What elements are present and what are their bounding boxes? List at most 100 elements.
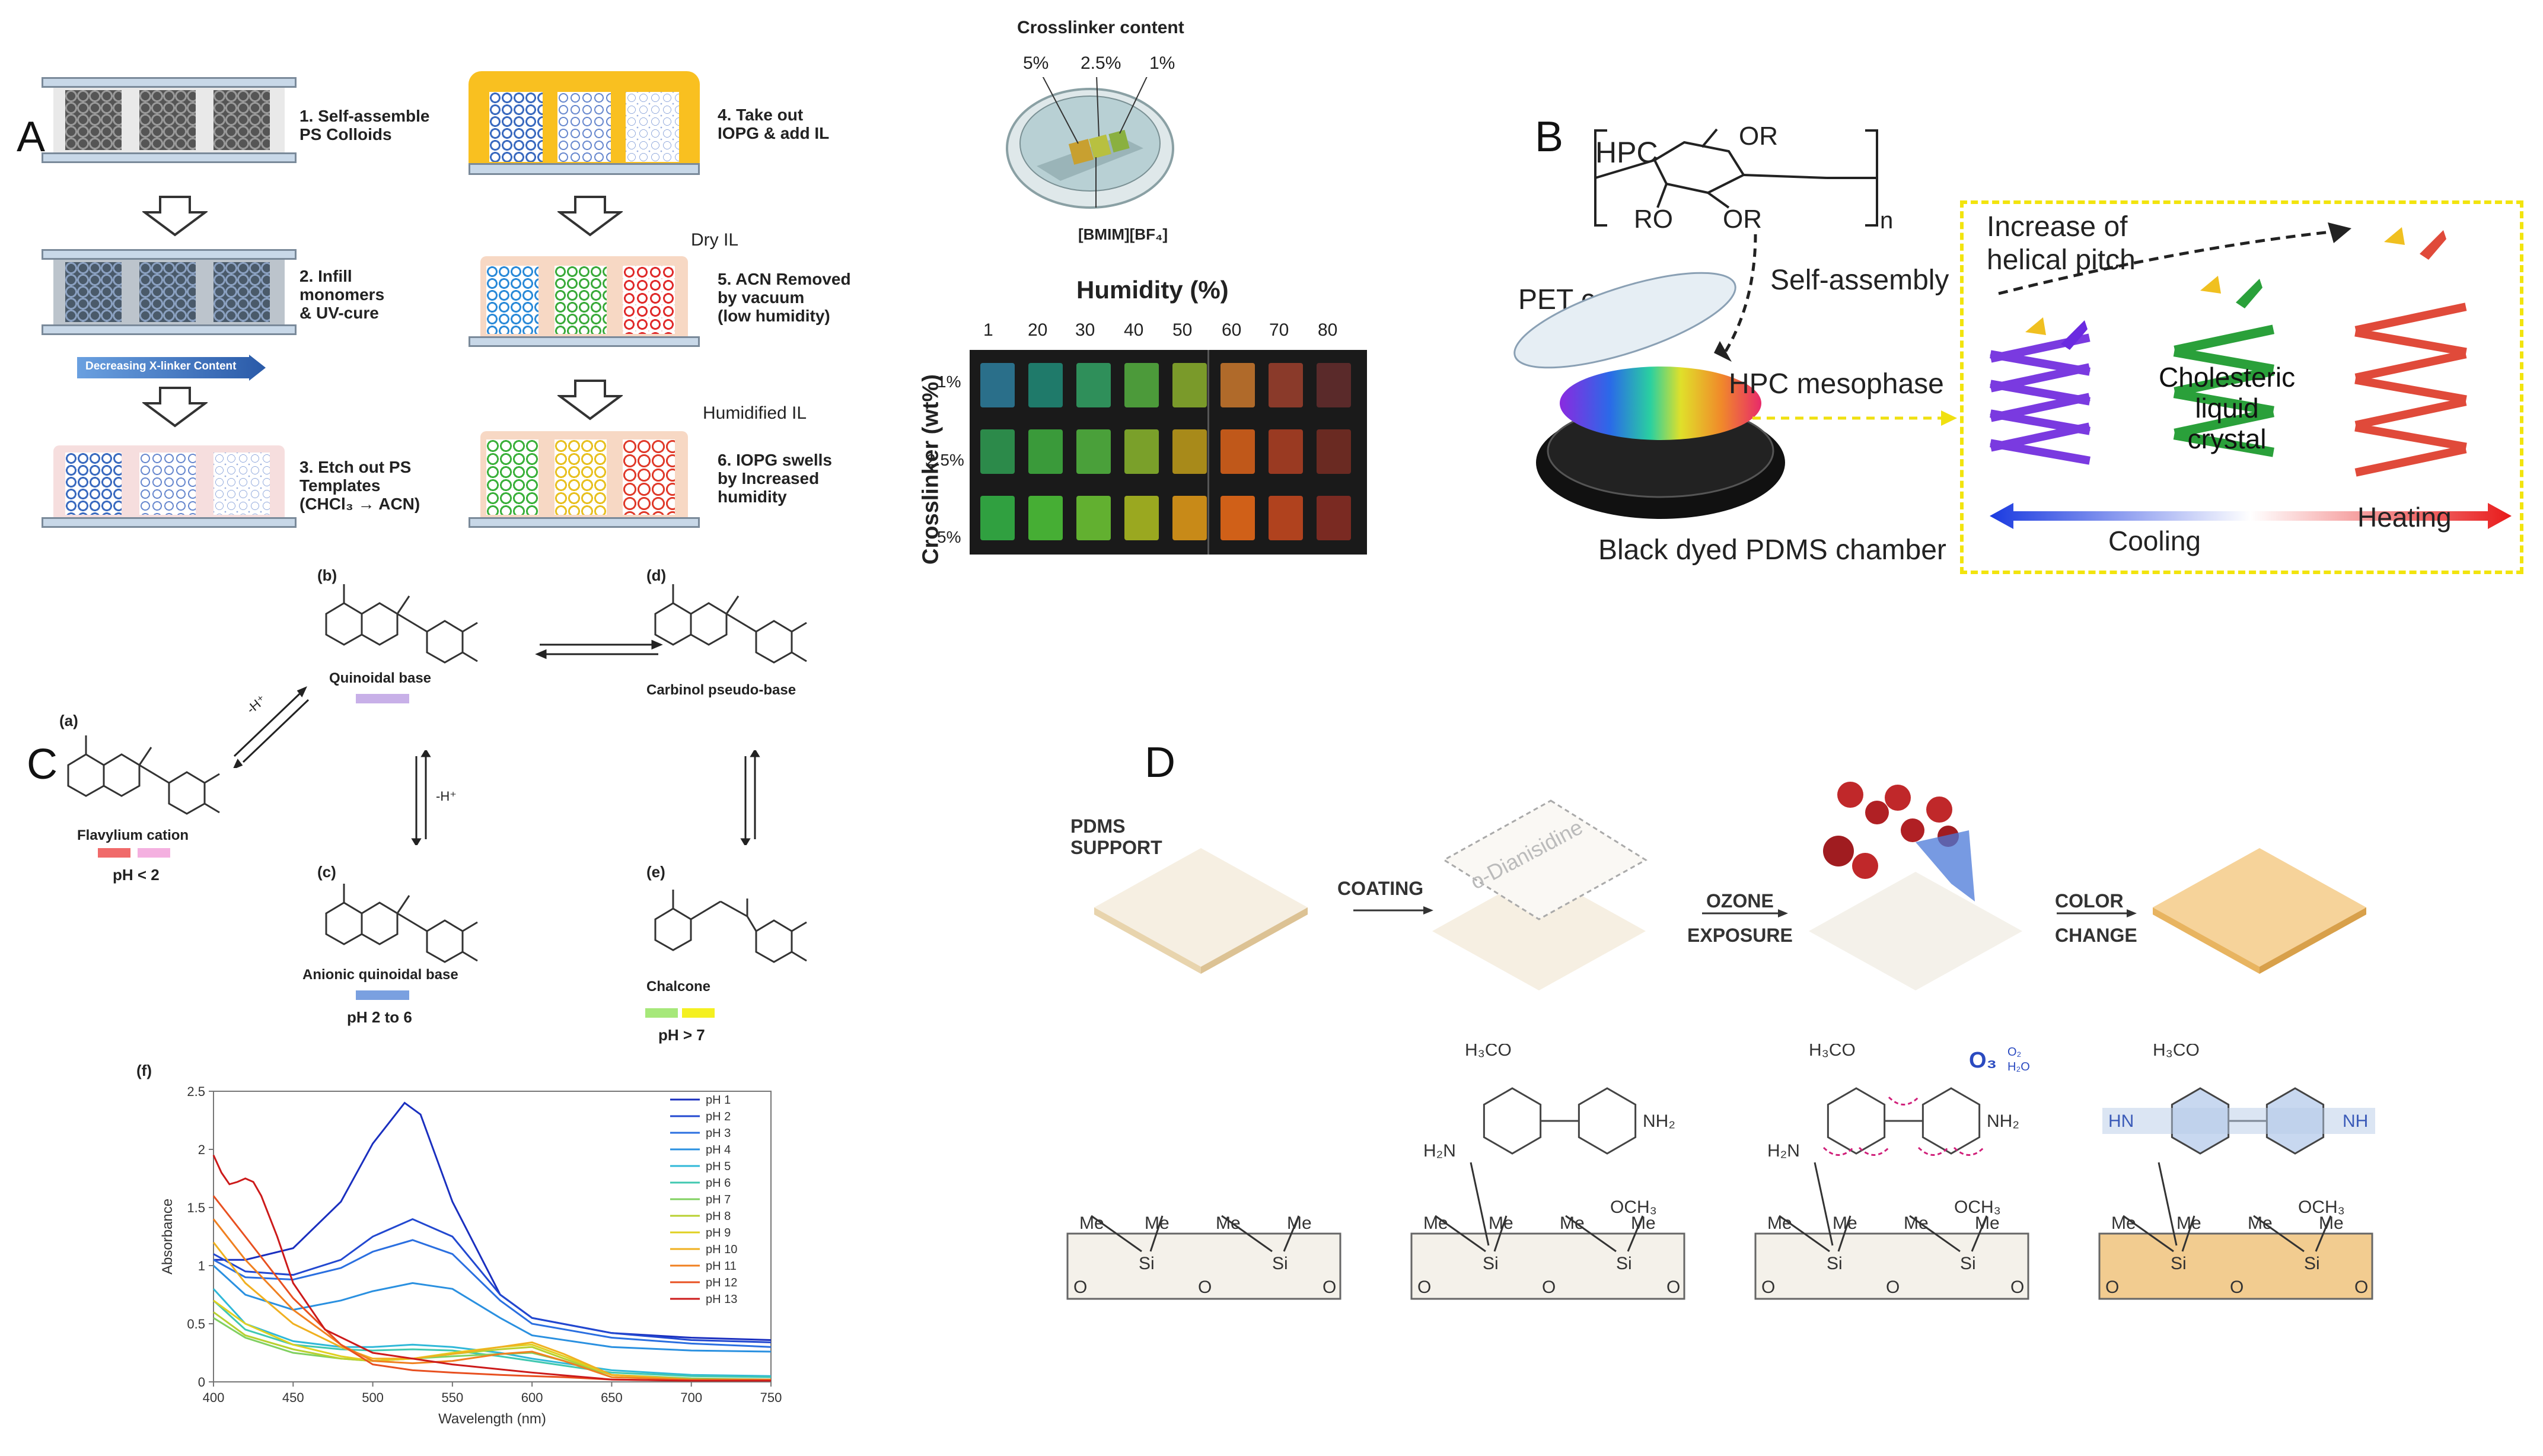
si-bond xyxy=(1909,1215,1961,1253)
si-bond xyxy=(1221,1215,1273,1253)
legend-label: pH 12 xyxy=(706,1276,737,1289)
me-label: Me xyxy=(1904,1213,1929,1233)
humidity-swatch xyxy=(980,363,1015,407)
h3co-label: H₃CO xyxy=(1809,1044,1856,1060)
petri-dish-image xyxy=(1001,59,1179,222)
panel-label-a: A xyxy=(17,113,46,161)
humidified-il-label: Humidified IL xyxy=(703,403,807,423)
helix-red xyxy=(2348,302,2479,495)
coating-label: COATING xyxy=(1337,878,1424,899)
pdms-substrate xyxy=(2098,1232,2373,1300)
down-arrow-icon xyxy=(141,196,209,240)
legend-label: pH 7 xyxy=(706,1193,731,1206)
hpc-ro: RO xyxy=(1634,205,1673,234)
legend-label: pH 10 xyxy=(706,1243,737,1256)
humidity-color-grid xyxy=(970,350,1367,555)
cooling-label: Cooling xyxy=(2108,525,2201,556)
heating-label: Heating xyxy=(2357,502,2452,533)
flavylium-swatch-1 xyxy=(98,848,130,858)
series-line-ph-5 xyxy=(212,1288,772,1377)
humidity-swatch xyxy=(1172,496,1207,540)
hpc-n: n xyxy=(1880,208,1894,234)
reflection-arrows-icon xyxy=(2019,314,2091,359)
hn-label: HN xyxy=(2108,1111,2134,1131)
plate-step-2 xyxy=(42,249,297,335)
o-label: O xyxy=(1886,1277,1900,1297)
panel-label-d: D xyxy=(1145,739,1175,786)
x-tick-label: 500 xyxy=(362,1390,384,1405)
humidity-swatch xyxy=(980,429,1015,474)
humidity-tick: 20 xyxy=(1028,320,1048,340)
x-tick-label: 450 xyxy=(282,1390,304,1405)
humidity-swatch xyxy=(1028,363,1063,407)
si-label: Si xyxy=(2304,1254,2320,1273)
och3-label: OCH₃ xyxy=(2298,1197,2345,1217)
y-tick-label: 2.5 xyxy=(187,1084,205,1099)
humidity-swatch xyxy=(1269,429,1303,474)
si-label: Si xyxy=(1827,1254,1843,1273)
sub-label-a: (a) xyxy=(59,712,78,729)
chalcone-molecule xyxy=(643,866,869,987)
self-assembly-arrow-icon xyxy=(1714,234,1773,368)
nh2-label: NH₂ xyxy=(1643,1111,1675,1131)
humidity-swatch xyxy=(980,496,1015,540)
o-label: O xyxy=(1666,1277,1680,1297)
si-bond xyxy=(1565,1215,1617,1253)
si-bond xyxy=(1091,1215,1142,1253)
sub-label-d: (d) xyxy=(646,566,667,584)
crosslinker-1-label: 1% xyxy=(1149,53,1175,73)
humidity-title: Humidity (%) xyxy=(1076,276,1229,304)
o-label: O xyxy=(1542,1277,1556,1297)
humidity-swatch xyxy=(1124,496,1159,540)
decreasing-xlinker-arrow: Decreasing X-linker Content xyxy=(77,355,267,384)
h2n-label: H₂N xyxy=(1767,1141,1800,1161)
benzene-ring xyxy=(1483,1087,1542,1155)
series-line-ph-13 xyxy=(212,1155,771,1382)
pdms-substrate xyxy=(1066,1232,1341,1300)
row-label-2-5: 2.5% xyxy=(926,451,964,469)
self-assembly-label: Self-assembly xyxy=(1770,265,1949,296)
dry-il-label: Dry IL xyxy=(691,230,739,250)
sub-label-b: (b) xyxy=(317,566,337,584)
si-bond xyxy=(2181,1215,2195,1252)
cholesteric-box xyxy=(1960,200,2523,574)
hpc-or-2: OR xyxy=(1723,205,1762,234)
grid-separator xyxy=(1207,350,1209,555)
chamber-label: Black dyed PDMS chamber xyxy=(1598,534,1946,566)
och3-label: OCH₃ xyxy=(1610,1197,1657,1217)
x-tick-label: 750 xyxy=(760,1390,782,1405)
x-axis-label: Wavelength (nm) xyxy=(438,1411,546,1427)
legend-label: pH 6 xyxy=(706,1177,731,1190)
increase-pitch-arrow-icon xyxy=(1987,219,2366,305)
ozone-exposure-label: OZONE EXPOSURE xyxy=(1687,890,1793,946)
humidity-swatch xyxy=(1317,496,1351,540)
chalcone-name: Chalcone xyxy=(646,979,711,995)
legend-label: pH 4 xyxy=(706,1143,731,1156)
y-tick-label: 1 xyxy=(198,1259,205,1273)
humidity-swatch xyxy=(1172,363,1207,407)
helix-green xyxy=(2168,323,2286,480)
coating-tile xyxy=(1426,795,1652,999)
humidity-swatch xyxy=(1028,496,1063,540)
flavylium-name: Flavylium cation xyxy=(77,827,189,843)
o3-label: O₃ xyxy=(1969,1048,1997,1073)
benzene-ring xyxy=(1921,1087,1981,1155)
row-label-1: 1% xyxy=(937,372,961,391)
equilibrium-arrow-icon xyxy=(409,748,433,848)
equilibrium-arrow-icon xyxy=(534,638,664,664)
legend-label: pH 2 xyxy=(706,1110,731,1123)
color-change-label: COLOR CHANGE xyxy=(2055,890,2137,946)
electron-arrow xyxy=(1953,1146,1985,1156)
row-label-5: 5% xyxy=(937,528,961,546)
legend-label: pH 1 xyxy=(706,1094,731,1107)
x-tick-label: 700 xyxy=(680,1390,702,1405)
humidity-swatch xyxy=(1076,429,1111,474)
step-4-label: 4. Take out IOPG & add IL xyxy=(718,106,830,142)
anchor-bond xyxy=(1470,1162,1490,1246)
plot-frame xyxy=(213,1091,772,1382)
electron-arrow xyxy=(1888,1096,1920,1105)
h3co-label: H₃CO xyxy=(2153,1044,2200,1060)
si-label: Si xyxy=(1616,1254,1632,1273)
